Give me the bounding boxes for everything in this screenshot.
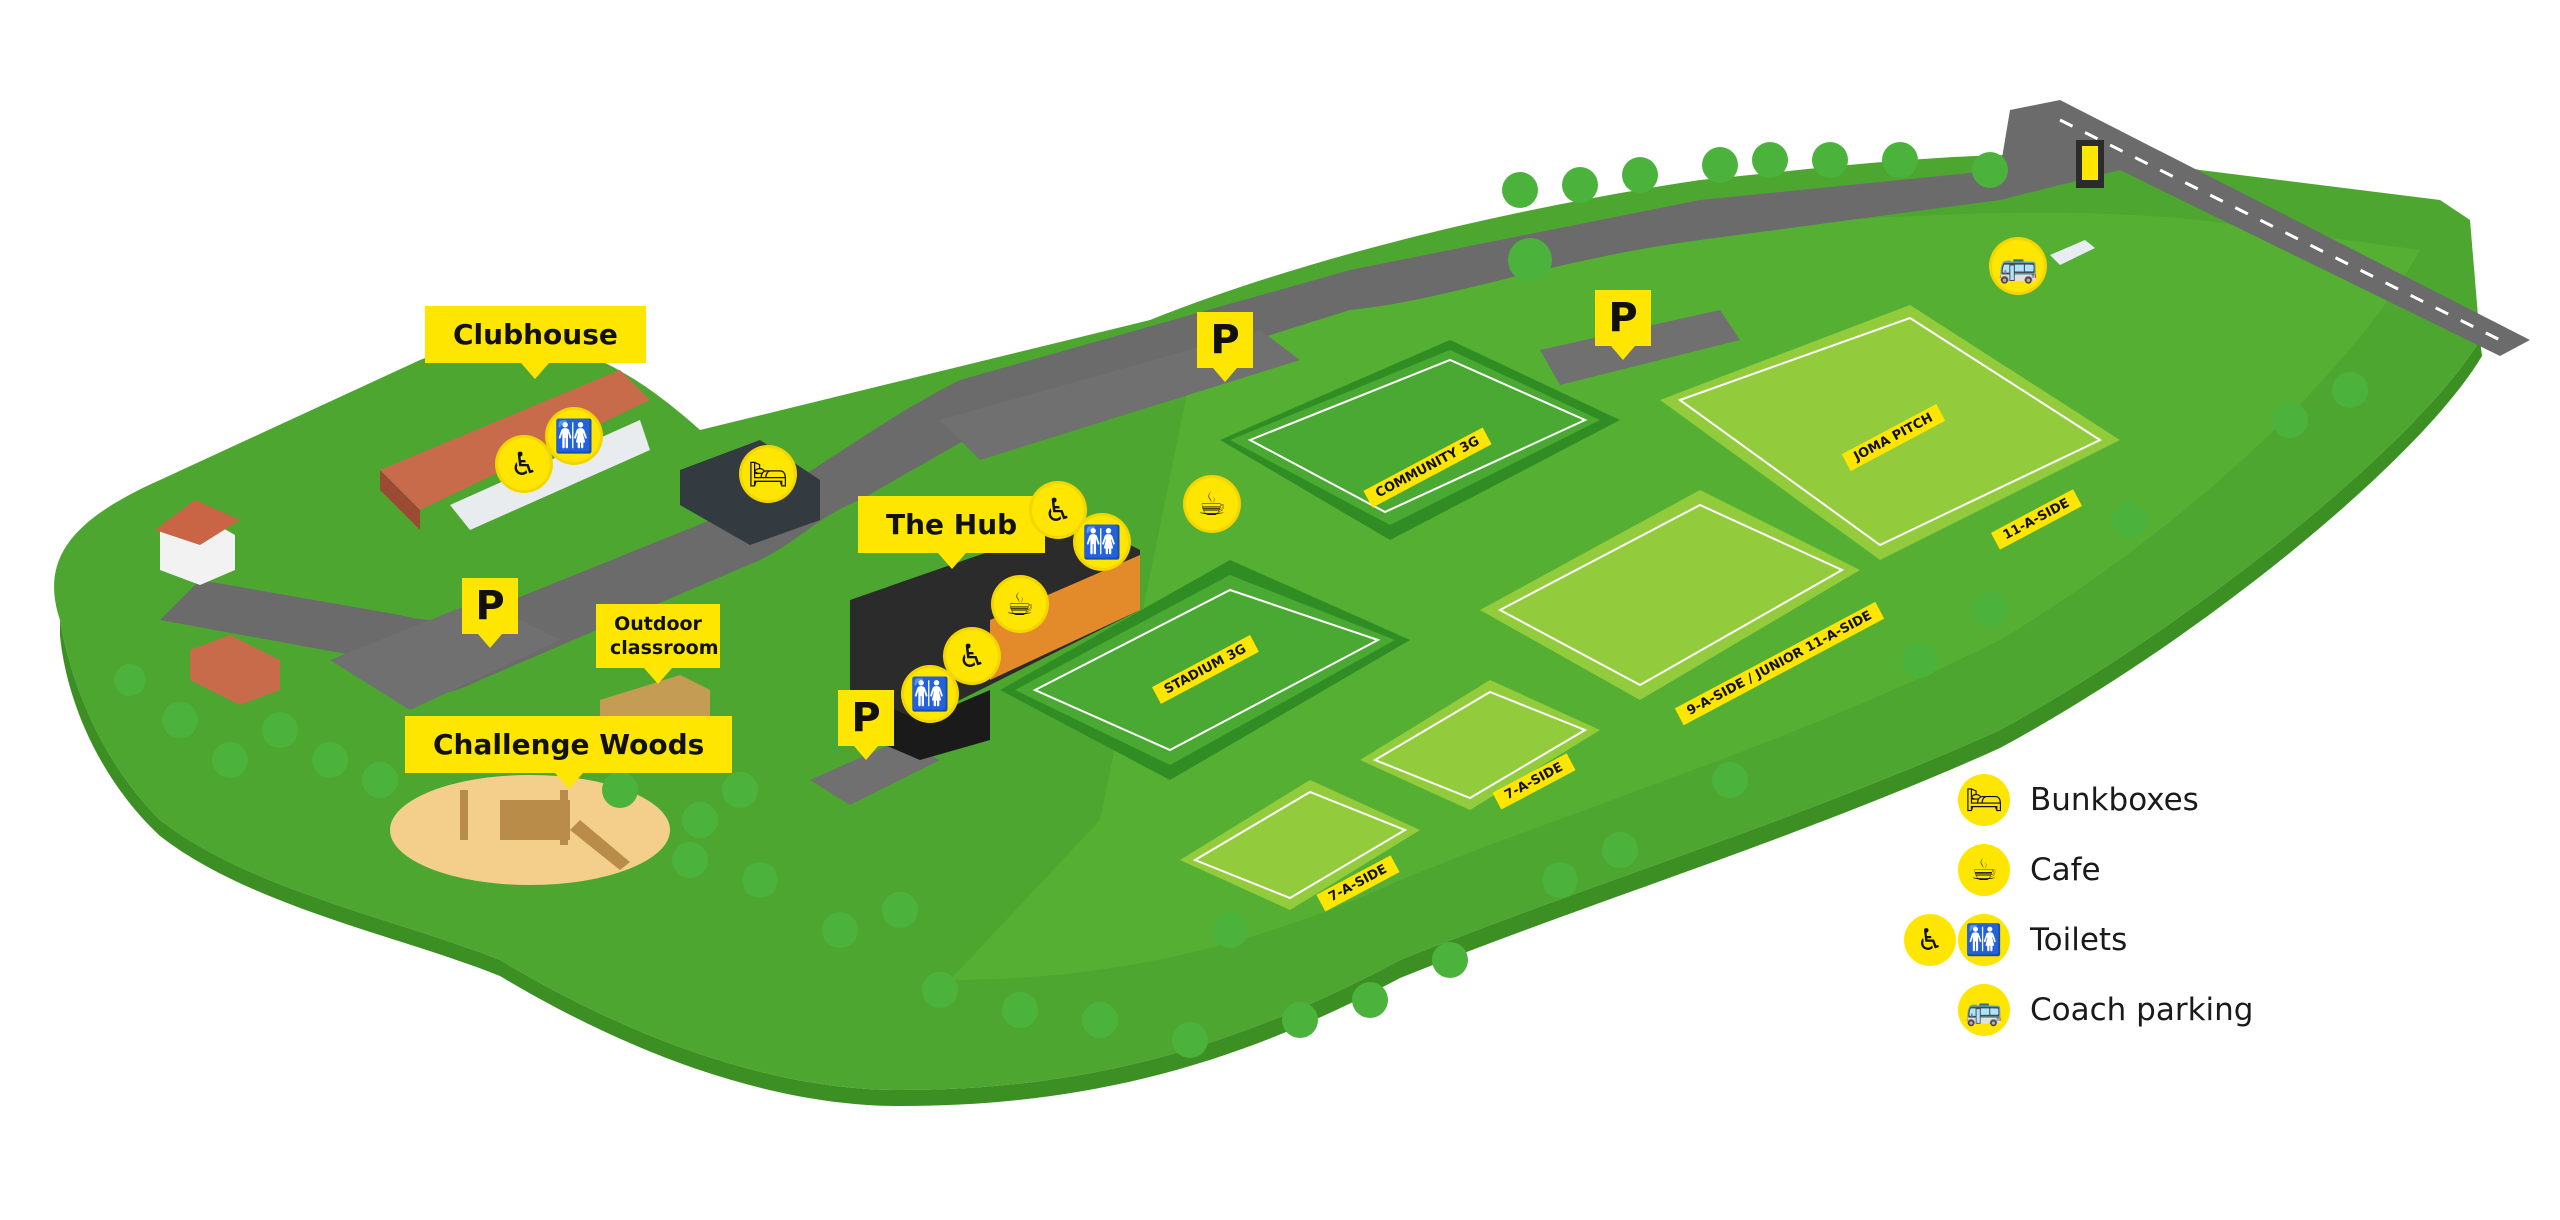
bed-icon: 🛏 xyxy=(1958,774,2010,826)
legend-item-cafe: ☕ Cafe xyxy=(1900,844,2360,904)
coffee-cup-icon: ☕ xyxy=(1186,478,1238,530)
parking-marker-left: P xyxy=(462,578,518,648)
wheelchair-icon: ♿ xyxy=(1904,914,1956,966)
play-structure xyxy=(460,790,630,870)
coach-vehicle xyxy=(2050,240,2095,265)
the-hub-label: The Hub xyxy=(858,496,1046,569)
pitch-community-3g xyxy=(1220,340,1620,540)
legend-label: Toilets xyxy=(2030,922,2128,958)
trees xyxy=(114,142,2368,1058)
car-park-right xyxy=(1540,310,1740,385)
toilet-icon: 🚻 xyxy=(904,668,956,720)
toilet-icon: 🚻 xyxy=(1076,516,1128,568)
legend-label: Bunkboxes xyxy=(2030,782,2199,818)
parking-marker-right: P xyxy=(1595,290,1651,360)
bus-icon: 🚌 xyxy=(1958,984,2010,1036)
legend-item-bunkboxes: 🛏 Bunkboxes xyxy=(1900,774,2360,834)
toilet-icon: 🚻 xyxy=(548,410,600,462)
entrance-sign-face xyxy=(2082,146,2098,180)
legend-label: Cafe xyxy=(2030,852,2101,888)
bed-icon: 🛏 xyxy=(742,448,794,500)
bus-icon: 🚌 xyxy=(1992,240,2044,292)
pitch-seven-a-side-1 xyxy=(1360,680,1600,810)
clubhouse-annex xyxy=(450,420,650,530)
legend-item-toilets: ♿ 🚻 Toilets xyxy=(1900,914,2360,974)
parking-marker-top: P xyxy=(1197,312,1253,382)
clubhouse-building-front xyxy=(380,470,420,530)
toilet-icon: 🚻 xyxy=(1958,914,2010,966)
wheelchair-icon: ♿ xyxy=(498,438,550,490)
outdoor-classroom-label: Outdoor classroom xyxy=(596,604,720,684)
barn xyxy=(190,635,280,705)
clubhouse-label: Clubhouse xyxy=(425,306,646,379)
wheelchair-icon: ♿ xyxy=(1032,484,1084,536)
parking-marker-hub: P xyxy=(838,690,894,760)
legend-item-coach-parking: 🚌 Coach parking xyxy=(1900,984,2360,1044)
pitch-nine-a-side xyxy=(1480,490,1860,700)
cottage xyxy=(155,500,240,585)
car-park-hub xyxy=(810,740,940,805)
challenge-woods-label: Challenge Woods xyxy=(405,716,733,789)
pitch-seven-a-side-2 xyxy=(1180,780,1420,910)
coffee-cup-icon: ☕ xyxy=(994,578,1046,630)
legend-label: Coach parking xyxy=(2030,992,2254,1028)
wheelchair-icon: ♿ xyxy=(946,630,998,682)
main-road xyxy=(160,100,2530,694)
coffee-cup-icon: ☕ xyxy=(1958,844,2010,896)
